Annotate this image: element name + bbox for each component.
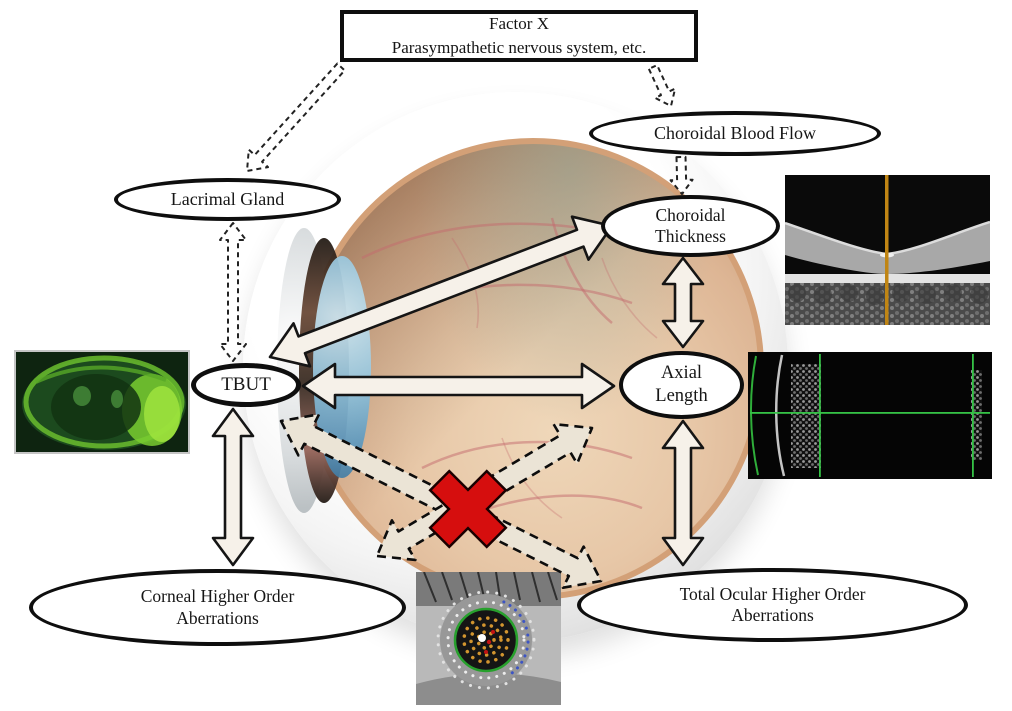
axial-length-biometry-photo	[748, 352, 992, 479]
total-ocular-hoa-line2: Aberrations	[731, 605, 814, 625]
choroidal-thickness-line2: Thickness	[655, 226, 726, 246]
oct-macula-photo	[785, 175, 990, 325]
red-x-no-association-icon	[428, 469, 508, 549]
axial-length-line1: Axial	[660, 363, 703, 384]
wavefront-aberrometry-photo	[416, 572, 561, 705]
fluorescein-tear-film-photo	[16, 352, 188, 452]
arrow-tbut-axial-length	[301, 362, 616, 410]
tbut-label: TBUT	[221, 374, 271, 396]
arrow-axial-length-total-ocular-hoa	[661, 419, 705, 567]
choroidal-thickness-line1: Choroidal	[655, 204, 726, 225]
node-choroidal-thickness: Choroidal Thickness	[601, 195, 780, 257]
arrow-tbut-corneal-hoa	[211, 407, 255, 567]
lacrimal-gland-label: Lacrimal Gland	[170, 188, 285, 209]
arrow-choroidal-blood-flow-choroidal-thickness	[669, 155, 694, 195]
node-axial-length: Axial Length	[619, 351, 744, 419]
corneal-hoa-line1: Corneal Higher Order	[140, 586, 295, 607]
node-choroidal-blood-flow: Choroidal Blood Flow	[589, 111, 881, 156]
arrow-choroidal-thickness-axial-length	[661, 256, 705, 349]
total-ocular-hoa-line1: Total Ocular Higher Order	[679, 583, 866, 604]
node-tbut: TBUT	[191, 363, 301, 407]
arrow-tbut-choroidal-thickness	[268, 215, 614, 368]
arrow-lacrimal-gland-tbut	[219, 222, 247, 362]
factor-x-line1: Factor X	[489, 14, 549, 34]
node-corneal-higher-order-aberrations: Corneal Higher Order Aberrations	[29, 569, 406, 646]
arrow-factor-x-lacrimal-gland	[246, 62, 346, 172]
choroidal-blood-flow-label: Choroidal Blood Flow	[653, 122, 816, 143]
axial-length-line2: Length	[655, 386, 708, 406]
factor-x-line2: Parasympathetic nervous system, etc.	[391, 38, 647, 57]
corneal-hoa-line2: Aberrations	[176, 607, 259, 628]
node-total-ocular-higher-order-aberrations: Total Ocular Higher Order Aberrations	[577, 568, 968, 642]
node-factor-x: Factor X Parasympathetic nervous system,…	[340, 10, 698, 62]
node-lacrimal-gland: Lacrimal Gland	[114, 178, 341, 221]
arrow-factor-x-choroidal-blood-flow	[647, 64, 677, 107]
